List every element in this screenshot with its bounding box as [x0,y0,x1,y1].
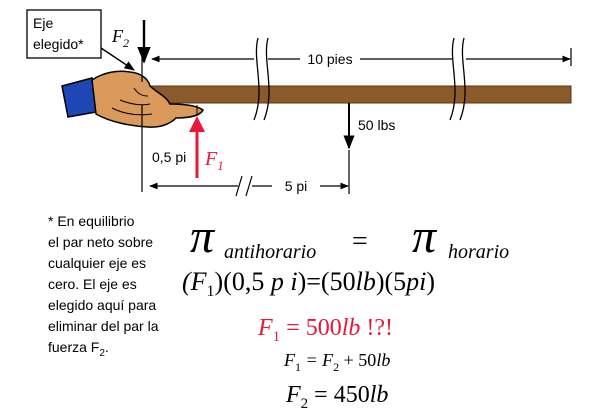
equilibrium-note: * En equilibrio el par neto sobre cualqu… [48,213,159,359]
axis-callout: Eje elegido* [26,9,135,71]
f2-result-equation: F2 = 450lb [285,382,388,412]
torque-values-equation: (F1)(0,5 p i)=(50lb)(5pi) [182,267,435,300]
note-line-5: elegido aquí para [48,297,156,313]
axis-label-line1: Eje [33,15,53,31]
note-line-7: fuerza F2. [48,339,109,359]
beam [139,85,572,104]
force-f2-arrow: F2 [111,20,151,64]
tau-symbol-right: π [412,210,438,263]
force-sum-equation: F1 = F2 + 50lb [283,350,390,374]
tau-symbol-left: π [190,210,216,263]
equals-sign: = [352,226,368,257]
note-line-6: eliminar del par la [48,318,159,334]
break-mark-icon [253,37,466,121]
note-line-2: el par neto sobre [48,234,153,250]
torque-balance-equation: π antihorario = π horario [190,210,509,263]
load-label: 50 lbs [358,117,395,133]
dist-5-label: 5 pi [285,178,308,194]
note-line-1: * En equilibrio [48,213,135,229]
hand-icon [61,70,204,128]
dimension-10-pies: 10 pies [141,48,572,82]
subscript-horario: horario [448,241,509,263]
dimension-5-pi: 5 pi [149,150,350,197]
f1-label: F1 [204,148,224,173]
f2-label: F2 [111,26,129,50]
subscript-antihorario: antihorario [224,241,316,263]
note-line-3: cualquier eje es [48,255,146,271]
f1-distance-label: 0,5 pi [152,149,186,165]
force-f1-arrow: F1 0,5 pi [152,116,224,178]
axis-label-line2: elegido* [33,36,84,52]
length-total-label: 10 pies [307,51,352,67]
load-arrow: 50 lbs [343,103,395,150]
f1-result-equation: F1 = 500lb !?! [257,315,393,345]
note-line-4: cero. El eje es [48,276,137,292]
